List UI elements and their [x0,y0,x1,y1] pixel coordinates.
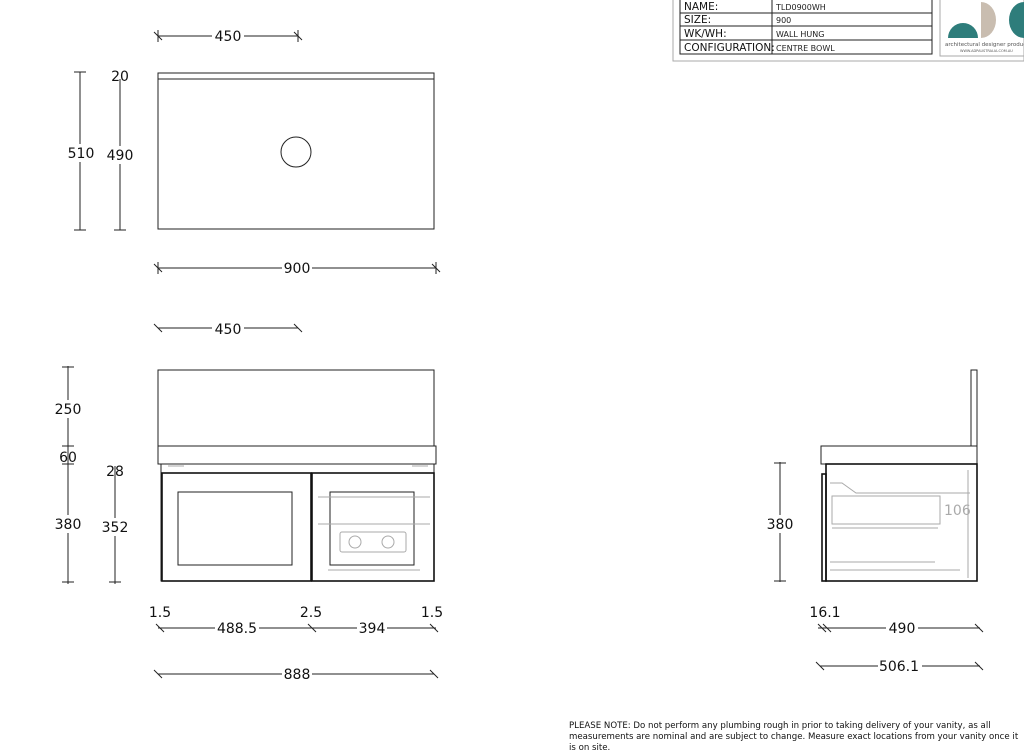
total-width: 888 [284,667,311,683]
svg-text:WWW.ADPAUSTRALIA.COM.AU: WWW.ADPAUSTRALIA.COM.AU [960,49,1013,53]
side-total-depth: 506.1 [879,659,919,675]
side-depth: 490 [889,621,916,637]
mid-gap: 2.5 [300,605,322,621]
side-view: 106 380 16.1 490 506.1 [766,369,984,675]
top-gap: 28 [106,464,124,480]
door-height: 352 [102,520,129,536]
internal-dim: 106 [944,503,971,519]
splash-height: 250 [55,402,82,418]
left-door [161,472,312,582]
mount-label: WK/WH: [684,28,727,40]
disclaimer-note: PLEASE NOTE: Do not perform any plumbing… [569,721,1019,753]
plan-inner-depth: 490 [107,148,134,164]
size-value: 900 [776,16,791,25]
right-door-width: 394 [359,621,386,637]
size-label: SIZE: [684,14,711,26]
left-door-width: 488.5 [217,621,257,637]
plan-depth: 510 [68,146,95,162]
company-logo: architectural designer products WWW.ADPA… [945,2,1024,53]
side-door [821,473,827,582]
plan-half-width: 450 [215,29,242,45]
config-label: CONFIGURATION: [684,42,775,54]
plan-lip: 20 [111,69,129,85]
benchtop [157,445,437,465]
side-door-depth: 16.1 [809,605,840,621]
svg-text:architectural designer product: architectural designer products [945,42,1024,48]
front-view: 450 250 60 380 28 352 1.5 2.5 1.5 488.5 … [54,320,443,683]
plan-width: 900 [284,261,311,277]
left-gap: 1.5 [149,605,171,621]
side-cabinet-height: 380 [767,517,794,533]
basin-waste-hole [280,136,312,168]
right-gap: 1.5 [421,605,443,621]
name-label: NAME: [684,1,718,13]
config-value: CENTRE BOWL [776,44,835,53]
bench-height: 60 [59,450,77,466]
cabinet-height: 380 [55,517,82,533]
mount-value: WALL HUNG [776,30,824,39]
power-outlet [339,531,407,553]
title-block: NAME: TLD0900WH SIZE: 900 WK/WH: WALL HU… [672,0,1024,62]
front-half-width: 450 [215,322,242,338]
right-door [311,472,435,582]
splashback [157,369,435,447]
name-value: TLD0900WH [775,3,826,12]
plan-view: 450 900 510 490 20 [66,28,441,277]
